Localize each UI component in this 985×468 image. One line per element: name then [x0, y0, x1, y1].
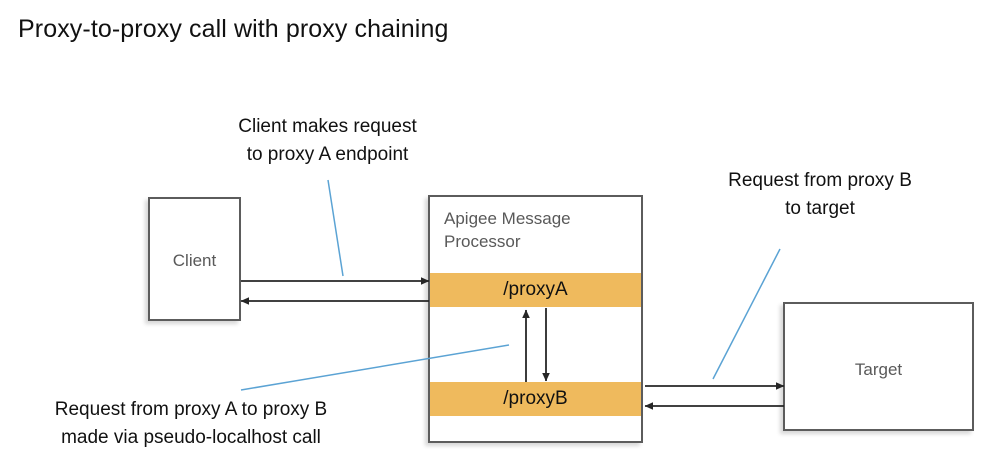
leader-line-client-request: [327, 179, 344, 277]
annotation-proxy-chaining: Request from proxy A to proxy B made via…: [0, 396, 382, 451]
proxy-b-bar[interactable]: /proxyB: [430, 382, 641, 416]
node-target-label: Target: [854, 360, 903, 379]
annotation-proxy-chaining-line1: Request from proxy A to proxy B: [54, 399, 328, 420]
annotation-proxyb-to-target-line2: to target: [785, 197, 855, 219]
node-target[interactable]: Target: [783, 302, 974, 431]
leader-line-proxyb-to-target: [712, 248, 781, 380]
annotation-client-request-line1: Client makes request: [238, 116, 417, 137]
page-title: Proxy-to-proxy call with proxy chaining: [18, 15, 449, 43]
node-message-processor[interactable]: Apigee Message Processor /proxyA /proxyB: [428, 195, 643, 443]
annotation-client-request-line2: to proxy A endpoint: [246, 143, 409, 165]
annotation-proxy-chaining-line2: made via pseudo-localhost call: [61, 426, 321, 448]
node-client-label: Client: [172, 251, 217, 270]
proxy-a-bar[interactable]: /proxyA: [430, 273, 641, 307]
node-message-processor-label: Apigee Message Processor: [444, 209, 571, 251]
proxy-b-label: /proxyB: [503, 388, 568, 409]
annotation-client-request: Client makes request to proxy A endpoint: [185, 113, 470, 168]
annotation-proxyb-to-target: Request from proxy B to target: [655, 167, 985, 222]
proxy-a-label: /proxyA: [503, 279, 568, 300]
node-client[interactable]: Client: [148, 197, 241, 321]
annotation-proxyb-to-target-line1: Request from proxy B: [728, 170, 912, 191]
